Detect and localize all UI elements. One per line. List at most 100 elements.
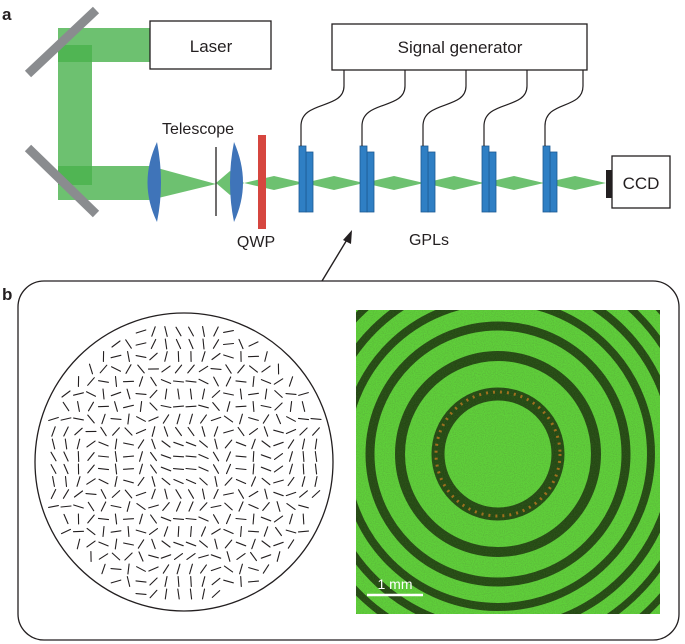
lc-dash — [122, 455, 135, 458]
lc-dash — [261, 477, 271, 486]
lc-dash — [264, 351, 268, 362]
lc-dash — [110, 504, 122, 509]
lc-dash — [110, 354, 122, 359]
lc-dash — [63, 451, 69, 462]
lc-dash — [161, 440, 171, 448]
lc-dash — [176, 563, 181, 575]
lc-dash — [76, 476, 81, 487]
lc-dash — [110, 391, 122, 397]
lc-dash — [297, 530, 310, 533]
lc-dash — [235, 405, 247, 408]
lc-dash — [287, 539, 295, 549]
lc-dash — [286, 416, 296, 422]
lc-dash — [148, 528, 159, 535]
lc-dash — [314, 451, 318, 462]
lc-dash — [52, 476, 55, 487]
lc-dash — [223, 354, 234, 359]
lc-dash — [185, 405, 197, 408]
lc-dash — [87, 377, 95, 386]
lc-dash — [51, 426, 56, 437]
lc-dash — [224, 477, 233, 486]
lc-dash — [198, 466, 209, 472]
lc-dash — [98, 441, 109, 447]
signal-generator-label: Signal generator — [398, 38, 523, 57]
lc-dash — [236, 553, 246, 560]
lc-dash — [112, 427, 120, 436]
lc-dash — [201, 351, 206, 362]
lc-dash — [64, 438, 68, 450]
lc-dash — [185, 478, 197, 485]
lc-dash — [135, 355, 147, 358]
lc-dash — [235, 467, 247, 471]
lc-dash — [48, 416, 59, 422]
gpl-plate-back — [366, 151, 375, 213]
lc-dash — [60, 417, 72, 421]
lc-dash — [63, 463, 69, 475]
lc-dash — [226, 401, 231, 412]
lc-dash — [285, 393, 297, 395]
lc-dash — [201, 388, 206, 400]
lc-dash — [212, 451, 220, 462]
lc-dash — [87, 464, 95, 474]
lc-dash — [101, 563, 106, 575]
gpl-plate-front — [359, 145, 368, 213]
lc-dash — [87, 452, 95, 461]
lc-dash — [172, 455, 185, 458]
lc-dash — [73, 417, 84, 421]
lc-dash — [214, 438, 218, 450]
lc-dash — [110, 568, 122, 570]
mirror-bottom — [24, 144, 100, 218]
lc-dash — [151, 438, 156, 450]
lc-dash — [163, 426, 169, 437]
lc-dash — [122, 468, 135, 470]
lc-dash — [248, 503, 259, 510]
lc-dash — [87, 401, 95, 412]
beam-segment — [544, 176, 606, 190]
lc-dash — [187, 426, 195, 437]
lc-dash — [185, 441, 197, 447]
lc-dash — [260, 466, 272, 472]
lc-dash — [98, 380, 109, 383]
lc-dash — [247, 530, 260, 533]
lc-dash — [211, 590, 221, 598]
lc-dash — [288, 376, 294, 387]
lc-dash — [240, 525, 242, 538]
lc-dash — [235, 380, 247, 383]
telescope-label: Telescope — [162, 121, 234, 138]
lc-dash — [123, 542, 134, 546]
lc-dash — [97, 455, 110, 458]
lc-dash — [48, 505, 59, 508]
lc-dash — [60, 528, 72, 535]
lc-dash — [173, 553, 184, 560]
mirror-top — [24, 6, 100, 78]
lc-dash — [285, 529, 297, 534]
lc-dash — [114, 463, 118, 475]
lc-dash — [148, 566, 159, 572]
signal-generator-box — [331, 23, 588, 71]
lc-dash — [199, 540, 208, 548]
lc-dash — [135, 393, 147, 395]
lc-dash — [212, 464, 220, 474]
gpl-wire — [483, 70, 528, 146]
lc-dash — [211, 352, 221, 361]
lc-dash — [110, 579, 122, 584]
lc-dash — [97, 467, 110, 471]
beam-segment — [424, 176, 484, 190]
lc-dash — [136, 416, 146, 422]
lc-dash — [262, 502, 270, 511]
lc-dash — [149, 589, 158, 599]
lc-dash — [198, 404, 209, 409]
lc-dash — [98, 553, 109, 560]
lc-dash — [190, 525, 192, 538]
lc-dash — [139, 451, 143, 462]
lc-dash — [160, 516, 172, 522]
lc-dash — [188, 326, 194, 337]
lc-dash — [149, 352, 158, 361]
lc-dash — [135, 342, 147, 346]
lc-dash — [150, 376, 157, 387]
pointer-arrow-head — [343, 230, 352, 244]
lc-dash — [274, 402, 283, 411]
lc-dash — [100, 501, 107, 512]
lc-dash — [275, 526, 282, 537]
